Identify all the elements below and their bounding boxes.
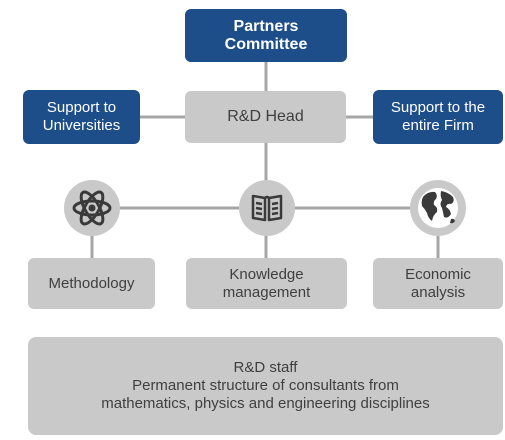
support-firm-label: Support to the entire Firm — [390, 99, 486, 134]
atom-icon — [64, 180, 120, 236]
economic-analysis-label: Economic analysis — [405, 265, 471, 301]
partners-committee-label: Partners Committee — [224, 17, 308, 53]
support-universities-label: Support to Universities — [42, 99, 121, 134]
knowledge-management-label: Knowledge management — [222, 265, 311, 301]
methodology-label: Methodology — [48, 275, 135, 292]
rd-staff-title: R&D staff — [233, 359, 298, 376]
partners-committee-box: Partners Committee — [185, 9, 347, 62]
rd-staff-line2: mathematics, physics and engineering dis… — [101, 395, 430, 412]
rd-head-box: R&D Head — [185, 91, 346, 143]
support-universities-box: Support to Universities — [23, 90, 140, 144]
rd-staff-line1: Permanent structure of consultants from — [132, 377, 399, 394]
support-firm-box: Support to the entire Firm — [373, 90, 503, 144]
methodology-box: Methodology — [28, 258, 155, 309]
globe-icon — [410, 180, 466, 236]
knowledge-management-box: Knowledge management — [186, 258, 347, 309]
rd-staff-box: R&D staff Permanent structure of consult… — [28, 337, 503, 435]
book-icon — [239, 180, 295, 236]
rd-head-label: R&D Head — [227, 108, 304, 125]
economic-analysis-box: Economic analysis — [373, 258, 503, 309]
